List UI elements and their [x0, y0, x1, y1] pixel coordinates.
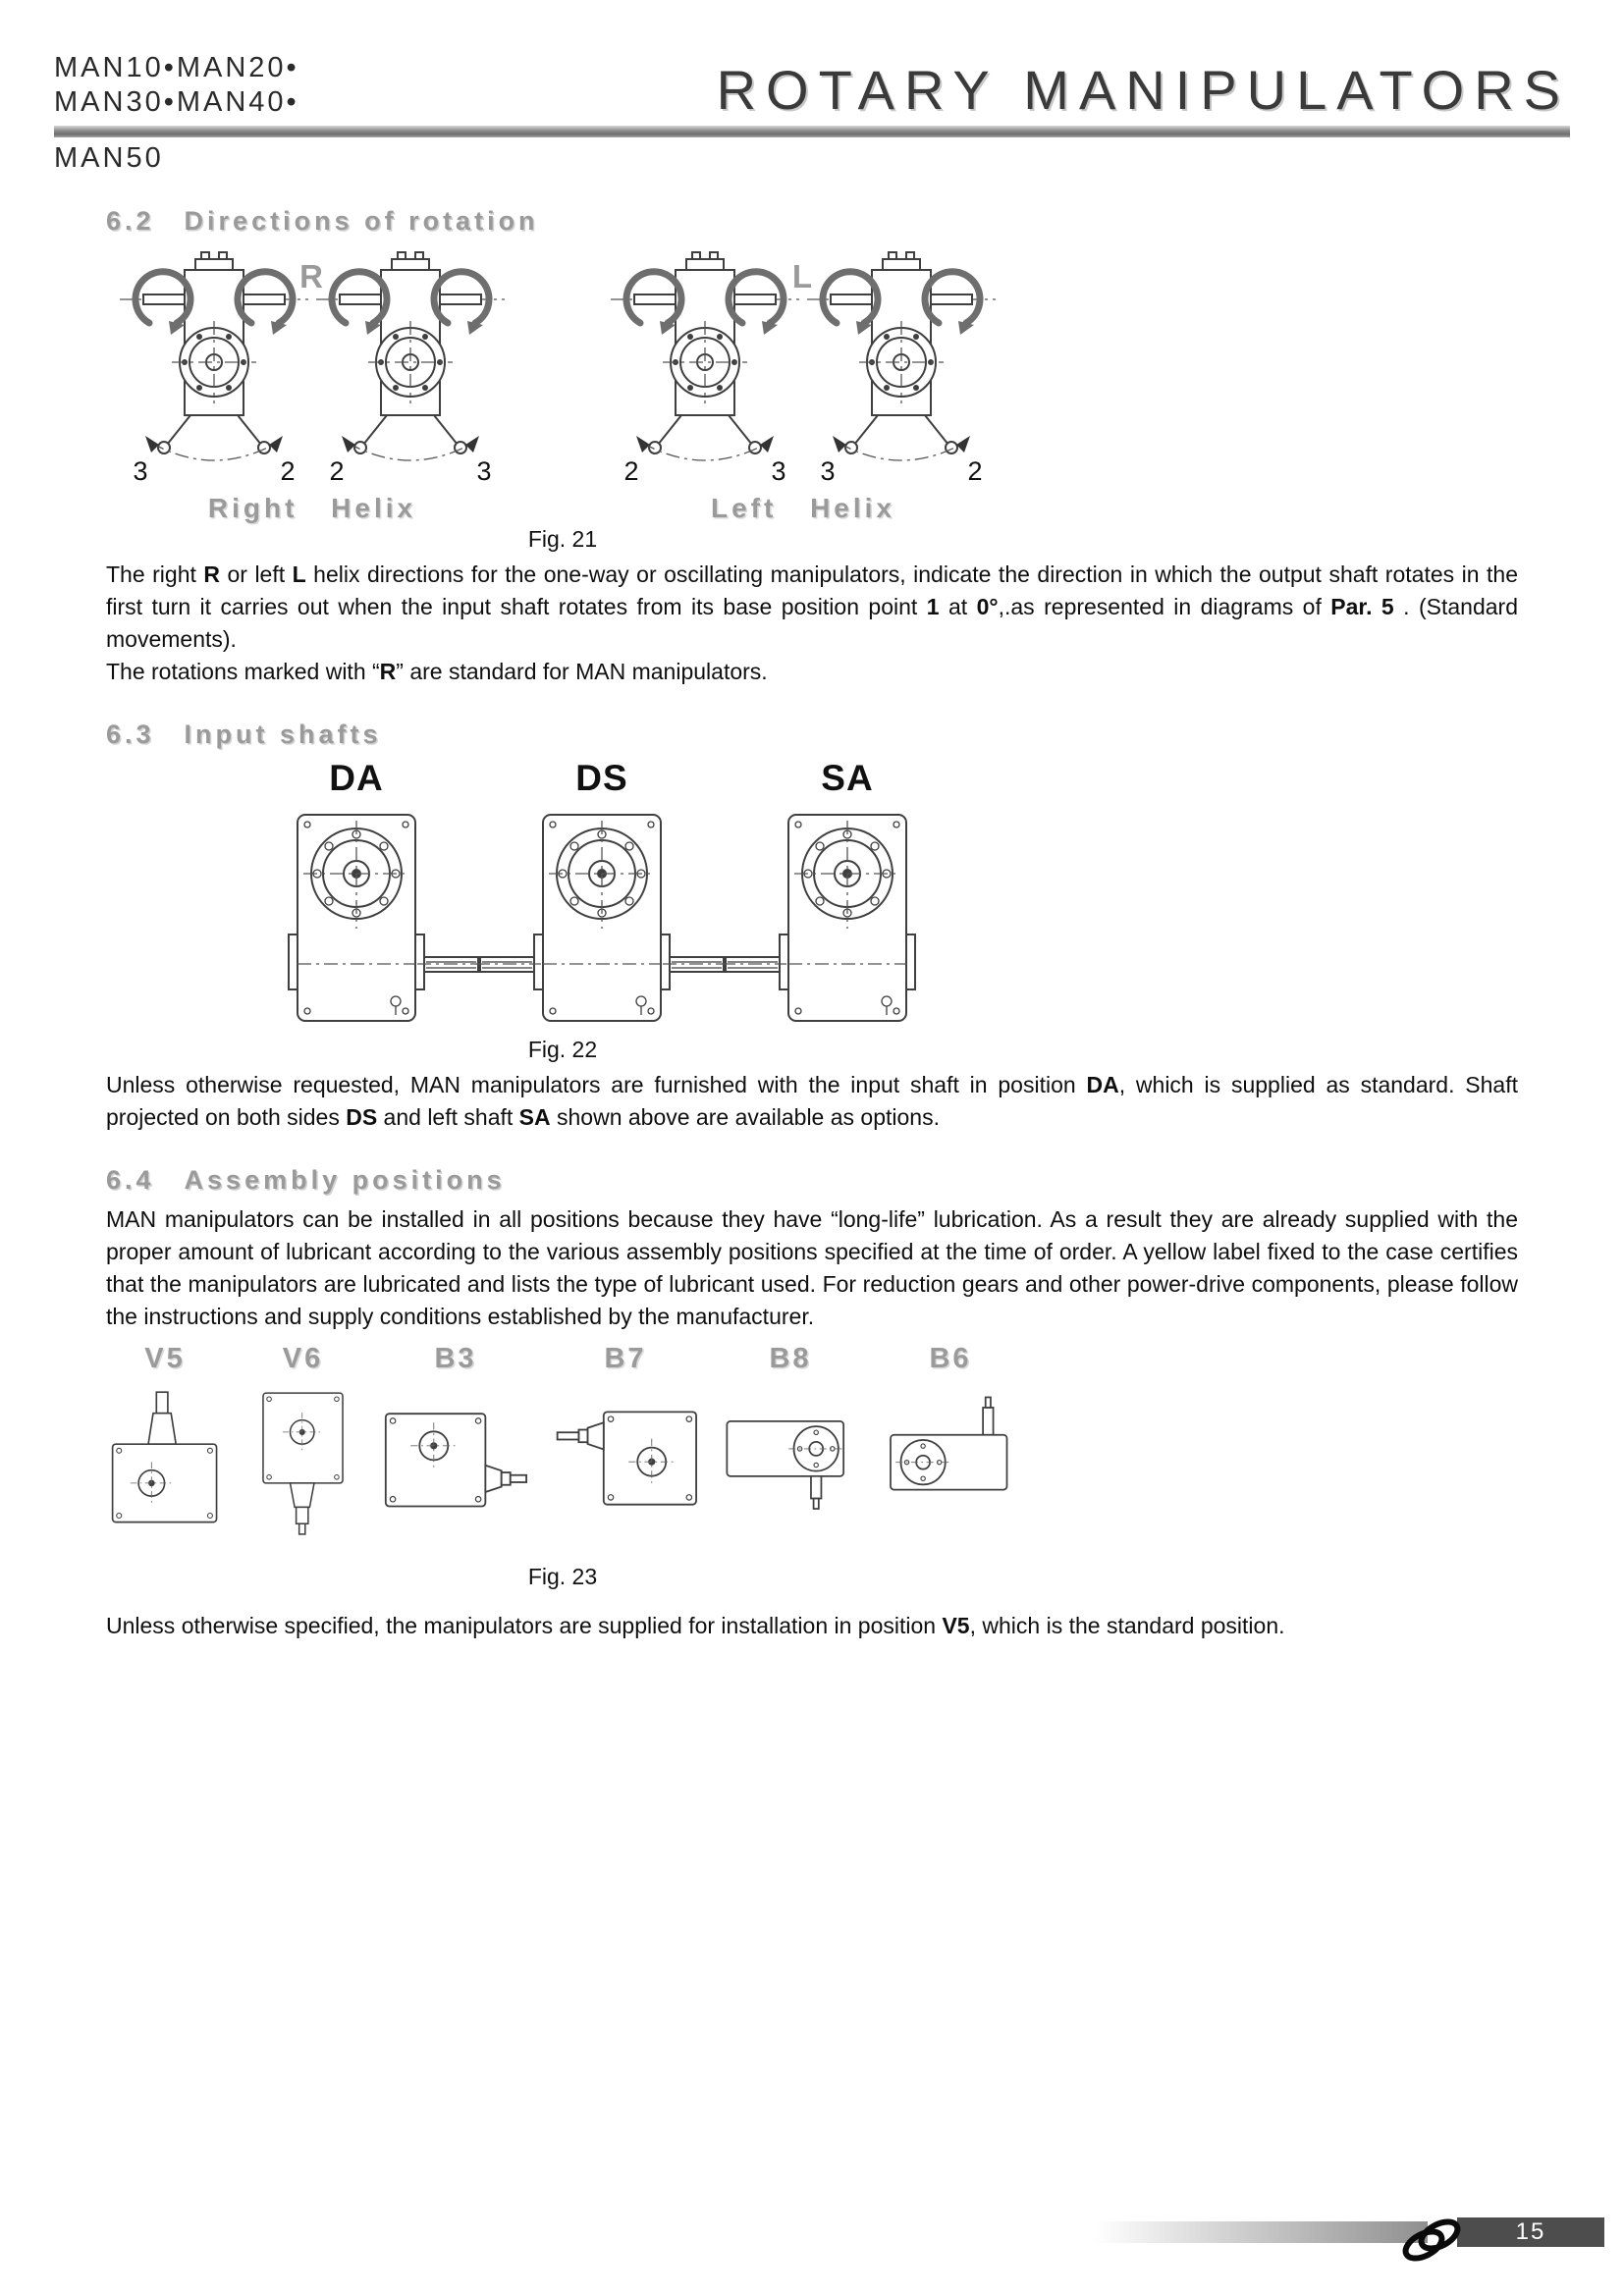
section-heading-6-3: 6.3 Input shafts — [106, 720, 1518, 750]
b6-drawing — [890, 1396, 1008, 1491]
section-title: Directions of rotation — [184, 206, 539, 236]
b8-drawing — [726, 1420, 845, 1510]
rotation-point-number: 2 — [623, 456, 638, 486]
model-list: MAN10•MAN20• MAN30•MAN40• — [54, 51, 299, 120]
fig21-rotation-drawing: R L 3 2 2 3 2 3 3 2 — [106, 244, 1019, 486]
v5-label: V5 — [144, 1343, 186, 1374]
fig22-caption: Fig. 22 — [527, 1037, 598, 1062]
assembly-paragraph: MAN manipulators can be installed in all… — [106, 1206, 1518, 1329]
position-v6: V6 — [246, 1343, 359, 1537]
b6-label: B6 — [929, 1343, 972, 1374]
rotation-point-number: 2 — [280, 456, 295, 486]
footer-gradient-bar — [1094, 2221, 1428, 2243]
v6-drawing — [262, 1392, 344, 1535]
helix-labels: Right Helix Left Helix — [106, 493, 1019, 524]
left-helix-letter: L — [792, 258, 814, 294]
rotation-paragraph: The right R or left L helix directions f… — [106, 561, 1519, 652]
model-line-2: MAN30•MAN40• — [54, 86, 299, 118]
rotation-point-number: 2 — [329, 456, 344, 486]
page-header: MAN10•MAN20• MAN30•MAN40• ROTARY MANIPUL… — [0, 0, 1624, 175]
input-shaft-ds: DS — [475, 758, 729, 1035]
right-helix-letter: R — [299, 258, 325, 294]
figure-22: DA DS SA Fig. 22 — [106, 758, 1019, 1063]
model-line-3: MAN50 — [54, 142, 164, 174]
ds-label: DS — [575, 758, 628, 798]
input-shaft-da: DA — [234, 758, 483, 1035]
position-b3: B3 — [382, 1343, 529, 1521]
da-label: DA — [329, 758, 384, 798]
header-divider-bar — [54, 126, 1570, 137]
position-v5: V5 — [106, 1343, 224, 1550]
section-heading-6-4: 6.4 Assembly positions — [106, 1165, 1518, 1196]
input-shafts-paragraph: Unless otherwise requested, MAN manipula… — [106, 1072, 1518, 1130]
rotation-point-number: 3 — [476, 456, 491, 486]
rotation-point-number: 3 — [820, 456, 835, 486]
b7-label: B7 — [604, 1343, 647, 1374]
model-line-1: MAN10•MAN20• — [54, 52, 299, 83]
da-gearbox-drawing — [288, 814, 483, 1022]
page-content: 6.2 Directions of rotation R L 3 2 2 3 2… — [0, 206, 1624, 1642]
rotation-point-number: 3 — [771, 456, 785, 486]
sa-label: SA — [821, 758, 874, 798]
b7-drawing — [556, 1411, 697, 1506]
rotation-point-number: 3 — [133, 456, 147, 486]
sa-gearbox-drawing — [721, 814, 916, 1022]
figure-23: V5 V6 — [106, 1343, 1019, 1590]
doc-title: ROTARY MANIPULATORS — [716, 59, 1570, 121]
position-b8: B8 — [722, 1343, 859, 1516]
fig23-caption: Fig. 23 — [527, 1564, 598, 1589]
fig21-caption: Fig. 21 — [527, 526, 598, 552]
b3-drawing — [384, 1413, 527, 1508]
page-number: 15 — [1457, 2217, 1604, 2247]
page-footer: 15 — [1094, 2210, 1604, 2262]
input-shaft-sa: SA — [721, 758, 970, 1035]
section-heading-6-2: 6.2 Directions of rotation — [106, 206, 1518, 237]
rotation-standard-note: The rotations marked with “R” are standa… — [106, 659, 768, 684]
v6-label: V6 — [282, 1343, 324, 1374]
section-number: 6.2 — [106, 206, 155, 236]
position-b6: B6 — [882, 1343, 1019, 1507]
section-number: 6.3 — [106, 720, 155, 749]
ds-gearbox-drawing — [475, 814, 729, 1022]
brand-logo — [1402, 2218, 1461, 2262]
b3-label: B3 — [434, 1343, 477, 1374]
section-title: Assembly positions — [184, 1165, 506, 1195]
assembly-standard-paragraph: Unless otherwise specified, the manipula… — [106, 1613, 1285, 1638]
assembly-positions-row: V5 V6 — [106, 1343, 1019, 1550]
right-helix-label: Right Helix — [207, 493, 417, 523]
b8-label: B8 — [769, 1343, 812, 1374]
left-helix-label: Left Helix — [710, 493, 896, 523]
position-b7: B7 — [552, 1343, 699, 1521]
section-number: 6.4 — [106, 1165, 155, 1195]
v5-drawing — [111, 1391, 218, 1523]
rotation-point-number: 2 — [967, 456, 982, 486]
section-title: Input shafts — [184, 720, 382, 749]
figure-21: R L 3 2 2 3 2 3 3 2 Right Helix Left Hel… — [106, 244, 1019, 553]
